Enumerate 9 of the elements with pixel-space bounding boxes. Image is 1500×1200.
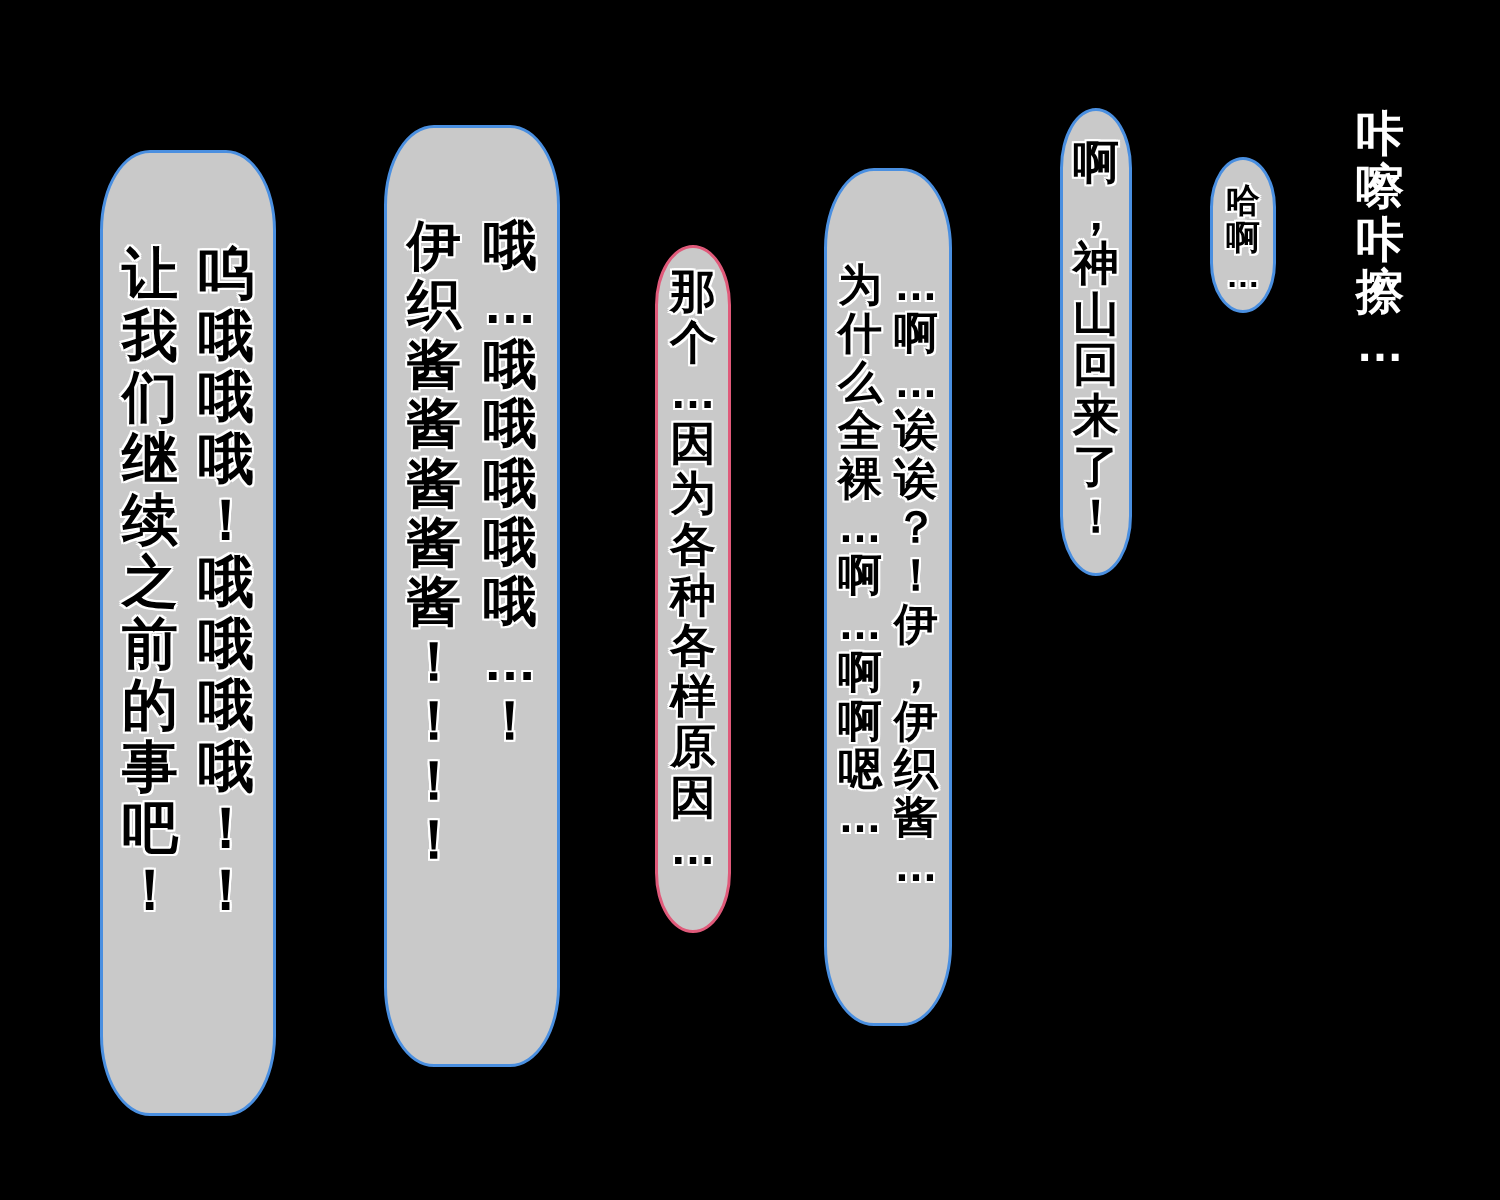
- speech-text: 那个…因为各种各样原因…: [670, 266, 716, 874]
- speech-bubble: [384, 125, 560, 1067]
- speech-text: 呜哦哦哦！哦哦哦哦！！让我们继续之前的事吧！: [122, 243, 254, 921]
- speech-text: 哈啊…: [1226, 182, 1260, 295]
- speech-text: 啊，神山回来了！: [1073, 137, 1119, 542]
- sound-effect-text: 咔嚓咔擦…: [1356, 108, 1404, 372]
- speech-text: 哦…哦哦哦哦哦…！伊织酱酱酱酱酱！！！！: [407, 216, 537, 870]
- speech-bubble: [100, 150, 276, 1116]
- speech-text: …啊…诶诶？！伊，伊织酱…为什么全裸…啊…啊啊嗯…: [838, 261, 938, 891]
